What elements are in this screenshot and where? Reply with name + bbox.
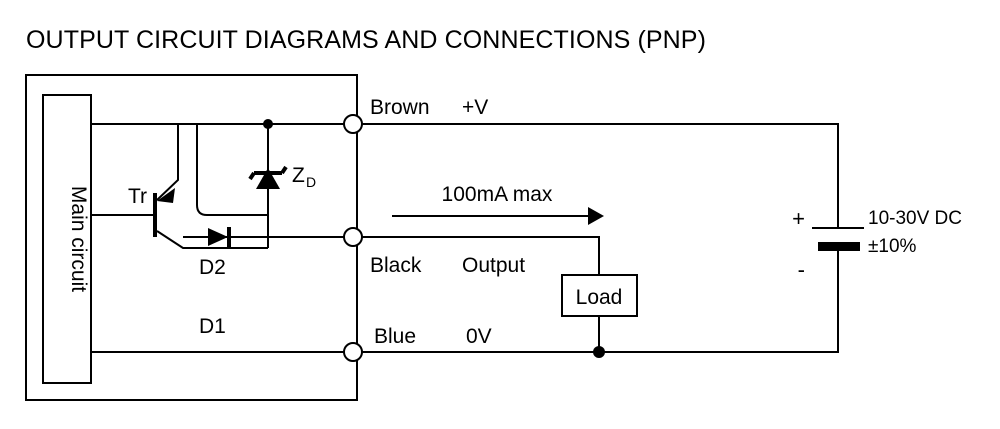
terminal-black-output[interactable] [343,227,363,247]
battery-minus-sign: - [798,257,805,282]
terminal-label-output: Output [462,254,525,277]
wire-0v-external [362,248,839,353]
terminal-label-plus-v: +V [462,96,488,119]
zener-triangle [256,168,280,189]
zener-label-subscript: D [306,174,316,190]
wire-d1-branch [196,124,268,216]
load-label: Load [576,286,623,309]
terminal-blue-0v[interactable] [343,342,363,362]
page-title: OUTPUT CIRCUIT DIAGRAMS AND CONNECTIONS … [26,26,707,54]
zener-label: Z [292,164,305,187]
terminal-label-0v: 0V [466,325,492,348]
transistor-label: Tr [128,185,147,208]
battery-plus-sign: + [792,206,805,231]
transistor-emitter-lead [156,124,179,201]
junction-dot-load-0v [593,346,605,358]
diode-d2-triangle [208,228,228,246]
main-circuit-block [42,94,92,384]
terminal-label-brown: Brown [370,96,430,119]
diode-d1-label: D1 [199,315,226,338]
diode-d2-label: D2 [199,256,226,279]
terminal-brown-plus-v[interactable] [343,114,363,134]
battery-negative-plate [818,242,860,251]
wire-output-to-load [362,236,600,275]
current-arrow-head [588,207,604,225]
main-circuit-label: Main circuit [67,186,90,292]
transistor-collector-lead [156,230,268,249]
terminal-label-blue: Blue [374,325,416,348]
current-rating-label: 100mA max [442,183,553,206]
supply-tolerance-label: ±10% [868,236,917,257]
wire-plus-v-external [362,123,839,228]
terminal-label-black: Black [370,254,422,277]
supply-voltage-label: 10-30V DC [868,208,962,229]
transistor-emitter-arrow [157,188,175,203]
junction-dot-zener-top [263,119,273,129]
zener-cathode-bar [248,165,288,181]
